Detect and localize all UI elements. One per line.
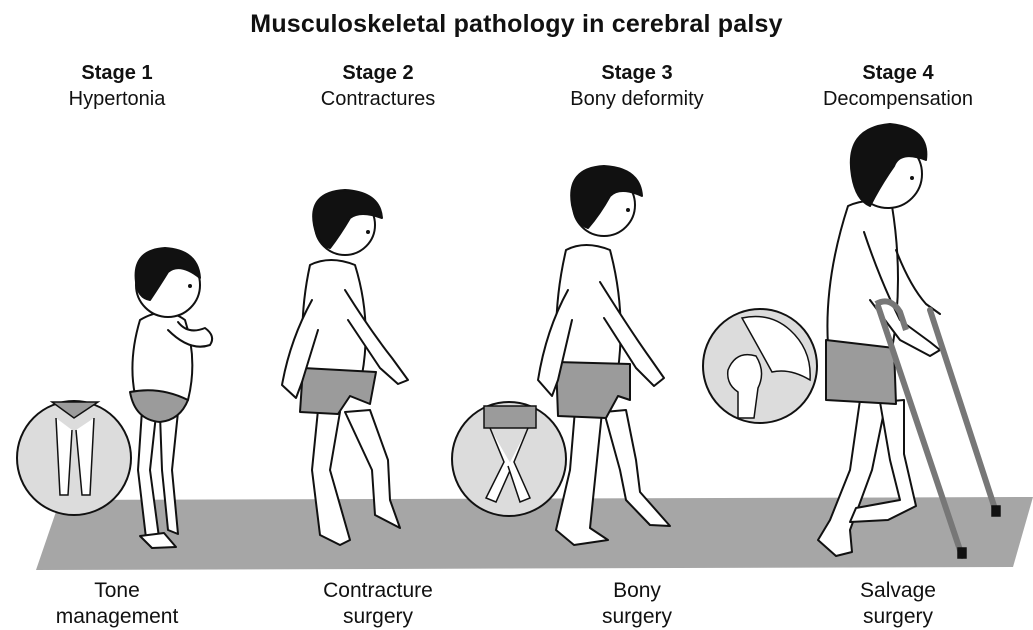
stage-4-treatment-line1: Salvage [798, 578, 998, 604]
stage-4-treatment: Salvage surgery [798, 578, 998, 630]
stage-1-treatment: Tone management [17, 578, 217, 630]
stage-4-figure [818, 124, 940, 556]
stage-2-treatment-line2: surgery [278, 604, 478, 630]
stage-1-treatment-line2: management [17, 604, 217, 630]
stage-2-treatment: Contracture surgery [278, 578, 478, 630]
stage-1-legs-inset [17, 401, 131, 515]
stage-3-treatment-line1: Bony [537, 578, 737, 604]
stage-3-knees-inset [452, 402, 566, 516]
stage-4-hip-inset [703, 309, 817, 423]
stage-3-treatment-line2: surgery [537, 604, 737, 630]
stage-3-treatment: Bony surgery [537, 578, 737, 630]
stage-4-treatment-line2: surgery [798, 604, 998, 630]
stage-2-figure [282, 190, 408, 545]
stage-2-treatment-line1: Contracture [278, 578, 478, 604]
stage-1-treatment-line1: Tone [17, 578, 217, 604]
